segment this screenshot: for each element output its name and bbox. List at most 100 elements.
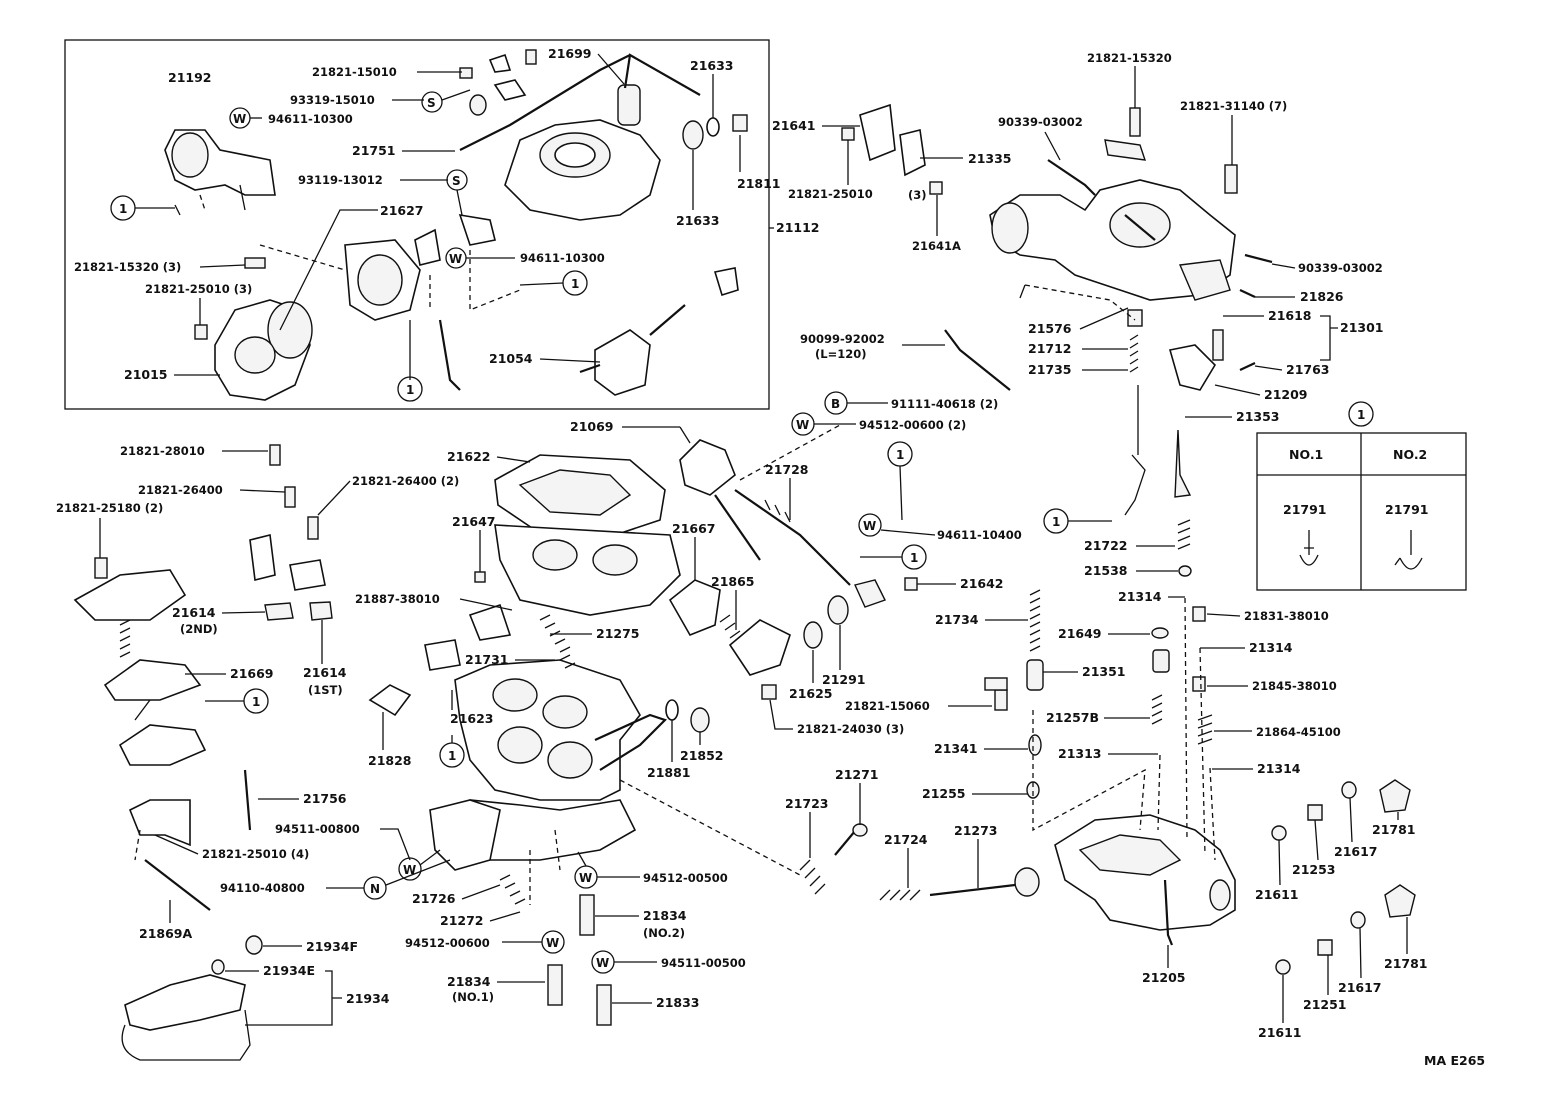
label-21821-25010-3: 21821-25010 (3) [145, 282, 252, 296]
label-21627: 21627 [380, 203, 424, 218]
label-l120: (L=120) [815, 347, 866, 361]
right-top-labels: 21821-15320 21641 90339-03002 21821-3114… [772, 51, 1384, 578]
middle-small-parts [73, 439, 1040, 1061]
label-21723: 21723 [785, 796, 829, 811]
label-21192: 21192 [168, 70, 212, 85]
label-94511-00800: 94511-00800 [275, 822, 360, 836]
marker-w-1: W [233, 112, 246, 126]
table-col2-header: NO.2 [1393, 447, 1427, 462]
marker-w-6: W [579, 871, 592, 885]
label-21273: 21273 [954, 823, 998, 838]
marker-1-g: 1 [252, 695, 260, 709]
label-21351: 21351 [1082, 664, 1126, 679]
label-21852: 21852 [680, 748, 724, 763]
part-21015-drawing [214, 239, 421, 401]
label-21821-25010: 21821-25010 [788, 187, 873, 201]
label-21209: 21209 [1264, 387, 1308, 402]
part-21699-drawing [459, 53, 701, 221]
label-21734: 21734 [935, 612, 979, 627]
marker-1-f: 1 [910, 551, 918, 565]
label-21934f: 21934F [306, 939, 358, 954]
label-21341: 21341 [934, 741, 978, 756]
label-21811: 21811 [737, 176, 781, 191]
label-21611-a: 21611 [1255, 887, 1299, 902]
label-21112: 21112 [776, 220, 820, 235]
label-no2: (NO.2) [643, 926, 685, 940]
table-col1-header: NO.1 [1289, 447, 1323, 462]
label-21728: 21728 [765, 462, 809, 477]
label-21821-26400: 21821-26400 [138, 483, 223, 497]
table-key: 1 [1357, 408, 1365, 422]
inset-small-hardware [174, 49, 739, 340]
label-94512-00500: 94512-00500 [643, 871, 728, 885]
label-21641: 21641 [772, 118, 816, 133]
label-21881: 21881 [647, 765, 691, 780]
label-21251: 21251 [1303, 997, 1347, 1012]
label-94512-00600-2: 94512-00600 (2) [859, 418, 966, 432]
label-21828: 21828 [368, 753, 412, 768]
label-21054: 21054 [489, 351, 533, 366]
label-90099-92002: 90099-92002 [800, 332, 885, 346]
middle-labels: 21821-28010 21069 21622 21728 21821-2640… [56, 419, 1004, 1026]
label-21735: 21735 [1028, 362, 1072, 377]
label-21622: 21622 [447, 449, 491, 464]
label-21781-a: 21781 [1372, 822, 1416, 837]
label-21724: 21724 [884, 832, 928, 847]
label-93119-13012: 93119-13012 [298, 173, 383, 187]
label-21614-2nd: 21614 [172, 605, 216, 620]
label-21821-24030-3: 21821-24030 (3) [797, 722, 904, 736]
label-21272: 21272 [440, 913, 484, 928]
label-21667: 21667 [672, 521, 716, 536]
label-21821-15010: 21821-15010 [312, 65, 397, 79]
label-1st: (1ST) [308, 683, 343, 697]
label-21821-25180-2: 21821-25180 (2) [56, 501, 163, 515]
label-2nd: (2ND) [180, 622, 218, 636]
label-21781-b: 21781 [1384, 956, 1428, 971]
label-21821-15060: 21821-15060 [845, 699, 930, 713]
choke-housing-drawing [989, 179, 1273, 301]
label-21255: 21255 [922, 786, 966, 801]
label-21576: 21576 [1028, 321, 1072, 336]
table-col1-part: 21791 [1283, 502, 1327, 517]
label-21335: 21335 [968, 151, 1012, 166]
label-21821-28010: 21821-28010 [120, 444, 205, 458]
label-no1: (NO.1) [452, 990, 494, 1004]
marker-w-4: W [863, 519, 876, 533]
label-21699: 21699 [548, 46, 592, 61]
label-21821-15320: 21821-15320 [1087, 51, 1172, 65]
footer-code: MA E265 [1424, 1053, 1485, 1068]
marker-1-h: 1 [448, 749, 456, 763]
right-bottom-hardware [1026, 589, 1416, 975]
label-21821-26400-2: 21821-26400 (2) [352, 474, 459, 488]
label-21617-b: 21617 [1338, 980, 1382, 995]
label-21869a: 21869A [139, 926, 192, 941]
label-21625: 21625 [789, 686, 833, 701]
label-94511-00500: 94511-00500 [661, 956, 746, 970]
marker-1-b: 1 [119, 202, 127, 216]
callout-table: 1 NO.1 NO.2 21791 21791 [1256, 401, 1467, 591]
marker-w-2: W [449, 252, 462, 266]
label-21641A: 21641A [912, 239, 961, 253]
label-21618: 21618 [1268, 308, 1312, 323]
table-col2-part: 21791 [1385, 502, 1429, 517]
air-horn-drawing [494, 454, 681, 616]
label-21069: 21069 [570, 419, 614, 434]
label-21205: 21205 [1142, 970, 1186, 985]
label-90339-03002-a: 90339-03002 [998, 115, 1083, 129]
label-21834-no2: 21834 [643, 908, 687, 923]
label-21864-45100: 21864-45100 [1256, 725, 1341, 739]
label-21751: 21751 [352, 143, 396, 158]
label-21623: 21623 [450, 711, 494, 726]
label-21275: 21275 [596, 626, 640, 641]
label-21633-b: 21633 [676, 213, 720, 228]
label-21611-b: 21611 [1258, 1025, 1302, 1040]
label-93319-15010: 93319-15010 [290, 93, 375, 107]
label-94110-40800: 94110-40800 [220, 881, 305, 895]
label-21314-a: 21314 [1118, 589, 1162, 604]
marker-s-1: S [427, 96, 436, 110]
marker-1-e: 1 [1052, 515, 1060, 529]
label-94611-10300-b: 94611-10300 [520, 251, 605, 265]
right-bottom-labels: 21314 21831-38010 21734 21649 21314 2135… [845, 589, 1485, 1068]
label-94611-10400: 94611-10400 [937, 528, 1022, 542]
